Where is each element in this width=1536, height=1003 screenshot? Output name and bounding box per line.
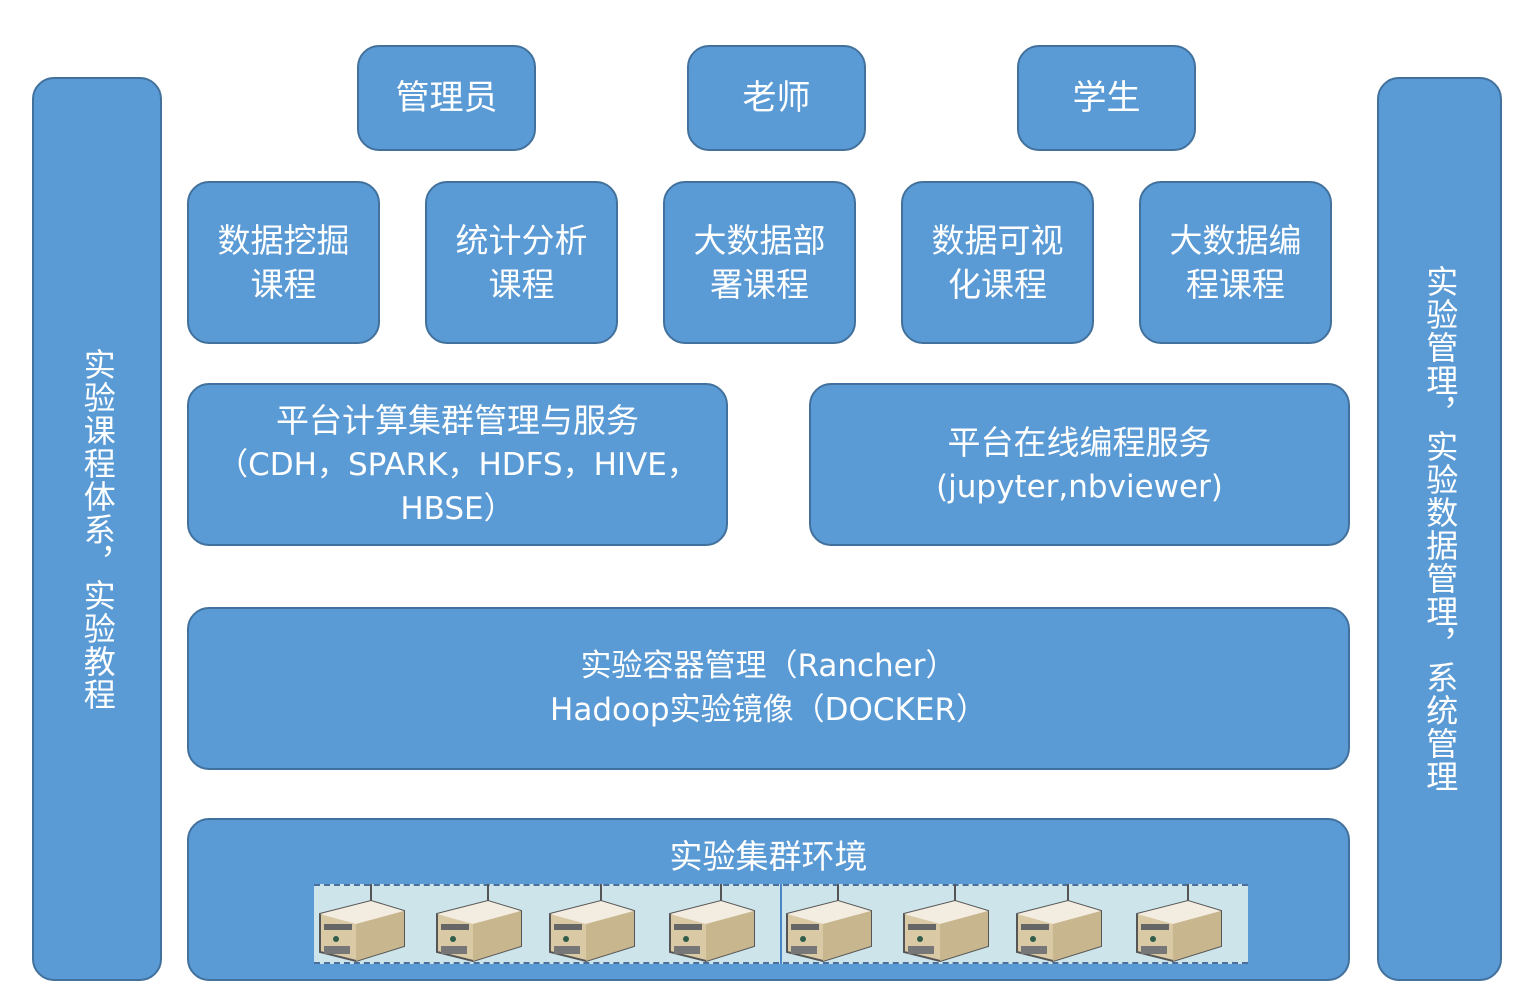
- strip-divider: [780, 884, 782, 964]
- course-data-mining: 数据挖掘课程: [187, 181, 380, 344]
- course-line: 大数据部: [693, 220, 826, 260]
- course-line: 数据挖掘: [217, 220, 350, 260]
- right-bar-management: 实验管理，实验数据管理，系统管理: [1377, 77, 1502, 981]
- role-student: 学生: [1017, 45, 1196, 151]
- cluster-title: 实验集群环境: [669, 837, 868, 876]
- course-line: 程课程: [1186, 264, 1285, 304]
- course-line: 署课程: [710, 264, 809, 304]
- right-bar-label: 实验管理，实验数据管理，系统管理: [1421, 265, 1460, 793]
- server-icon: [1013, 884, 1103, 964]
- course-visualization: 数据可视化课程: [901, 181, 1094, 344]
- platform-tools: (jupyter,nbviewer): [936, 468, 1223, 505]
- platform-title: 平台在线编程服务: [947, 422, 1212, 462]
- server-icon: [433, 884, 523, 964]
- role-admin: 管理员: [357, 45, 536, 151]
- platform-title: 平台计算集群管理与服务: [276, 401, 639, 441]
- role-label: 学生: [1072, 77, 1141, 118]
- course-line: 统计分析: [455, 220, 588, 260]
- platform-tech-list: （CDH，SPARK，HDFS，HIVE，: [217, 447, 698, 484]
- server-icon: [1133, 884, 1223, 964]
- platform-tech-list-end: HBSE）: [400, 490, 515, 527]
- server-icon: [546, 884, 636, 964]
- role-label: 管理员: [395, 77, 498, 118]
- course-line: 大数据编: [1169, 220, 1302, 260]
- container-title: 实验容器管理（Rancher）: [580, 648, 957, 685]
- course-line: 数据可视: [931, 220, 1064, 260]
- container-management: 实验容器管理（Rancher） Hadoop实验镜像（DOCKER）: [187, 607, 1350, 770]
- course-bigdata-programming: 大数据编程课程: [1139, 181, 1332, 344]
- server-icon: [666, 884, 756, 964]
- left-bar-course-system: 实验课程体系，实验教程: [32, 77, 162, 981]
- platform-cluster-service: 平台计算集群管理与服务 （CDH，SPARK，HDFS，HIVE， HBSE）: [187, 383, 728, 546]
- left-bar-label: 实验课程体系，实验教程: [78, 347, 117, 711]
- course-line: 课程: [250, 264, 317, 304]
- platform-online-programming: 平台在线编程服务 (jupyter,nbviewer): [809, 383, 1350, 546]
- course-statistics: 统计分析课程: [425, 181, 618, 344]
- course-line: 化课程: [948, 264, 1047, 304]
- server-icon: [900, 884, 990, 964]
- docker-image-label: Hadoop实验镜像（DOCKER）: [550, 691, 987, 728]
- server-icon: [316, 884, 406, 964]
- role-teacher: 老师: [687, 45, 866, 151]
- server-icon: [783, 884, 873, 964]
- role-label: 老师: [742, 77, 811, 118]
- course-bigdata-deploy: 大数据部署课程: [663, 181, 856, 344]
- course-line: 课程: [488, 264, 555, 304]
